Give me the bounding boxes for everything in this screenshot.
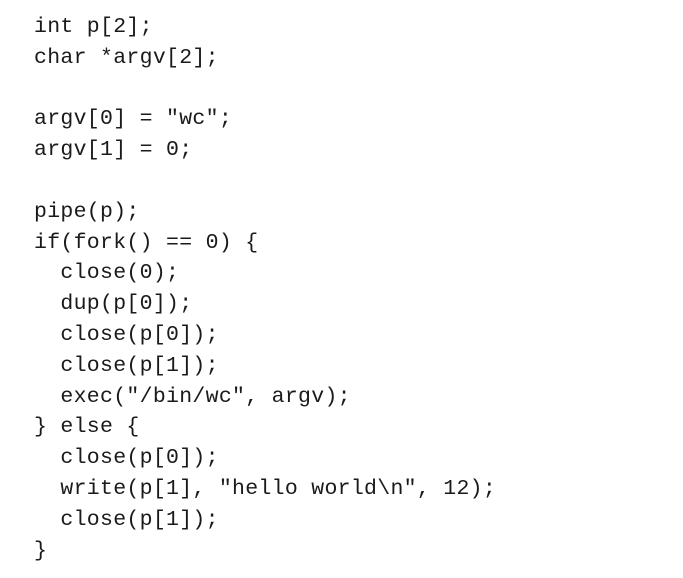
code-line-9: close(0); — [34, 261, 180, 286]
code-line-4: argv[0] = "wc"; — [34, 107, 233, 132]
code-line-15: close(p[0]); — [34, 446, 219, 471]
code-line-12: close(p[1]); — [34, 353, 219, 378]
code-line-6 — [34, 166, 496, 197]
code-line-16: write(p[1], "hello world\n", 12); — [34, 476, 497, 501]
code-line-1: int p[2]; — [34, 15, 153, 39]
code-line-14: } else { — [34, 415, 140, 440]
code-line-17: close(p[1]); — [34, 507, 219, 532]
code-line-10: dup(p[0]); — [34, 292, 193, 317]
code-line-18: } — [34, 538, 48, 563]
code-line-5: argv[1] = 0; — [34, 138, 193, 163]
code-line-2: char *argv[2]; — [34, 45, 219, 70]
code-line-3 — [34, 74, 496, 105]
code-line-7: pipe(p); — [34, 199, 140, 224]
code-listing: int p[2]; char *argv[2]; argv[0] = "wc"; ar… — [34, 12, 496, 566]
code-line-13: exec("/bin/wc", argv); — [34, 384, 351, 409]
code-line-11: close(p[0]); — [34, 322, 219, 347]
code-line-8: if(fork() == 0) { — [34, 230, 259, 255]
